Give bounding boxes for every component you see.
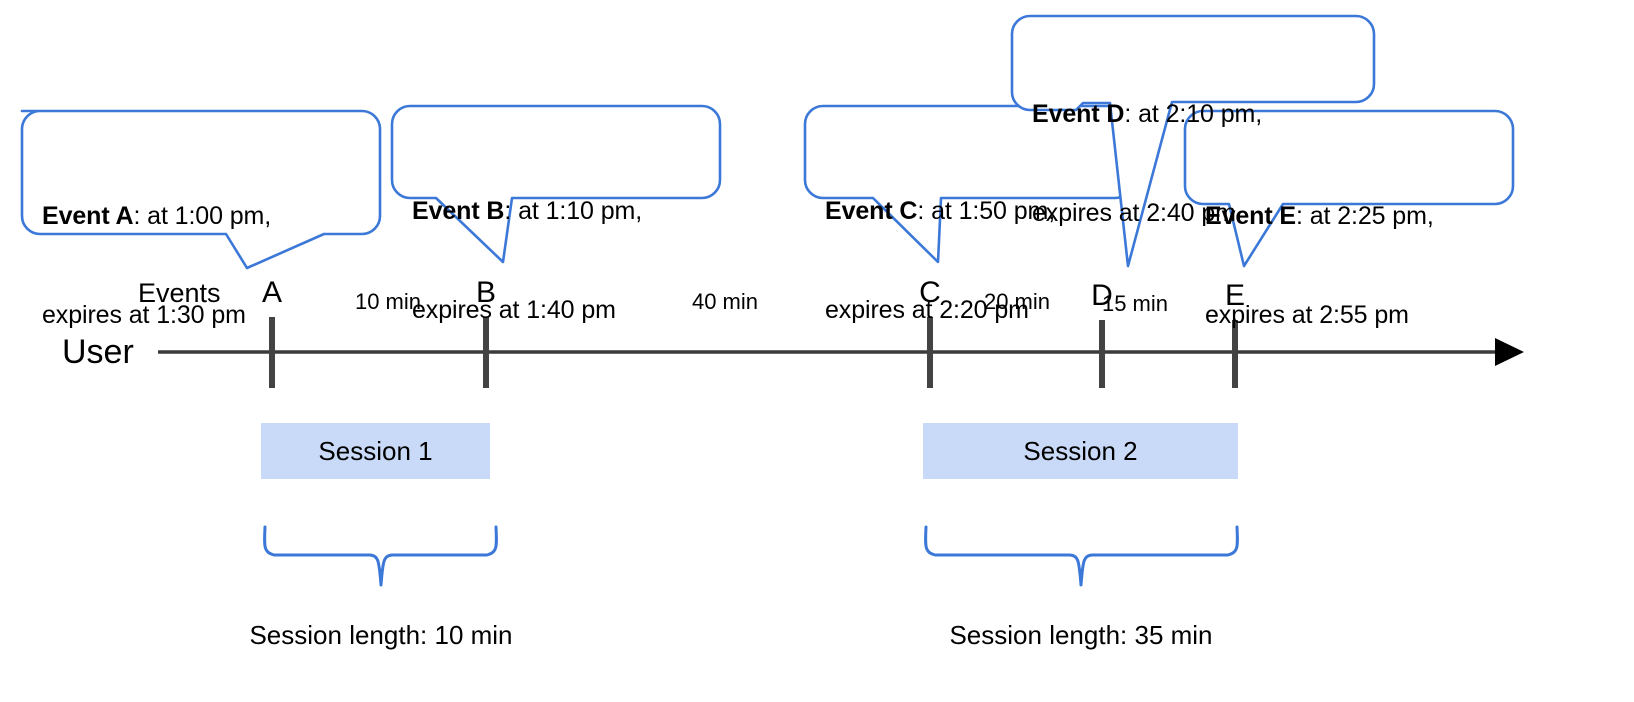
callout-d-line1: at 2:10 pm, — [1138, 100, 1263, 128]
callout-b-bubble — [390, 104, 722, 264]
callout-b-separator: : — [504, 197, 519, 225]
callout-a-event-name: Event A — [42, 202, 134, 230]
callout-a-text: Event A: at 1:00 pm, expires at 1:30 pm — [42, 134, 271, 398]
session-length-label-2: Session length: 35 min — [949, 620, 1213, 650]
callout-event-b — [390, 104, 722, 264]
callout-a-line2: expires at 1:30 pm — [42, 301, 246, 329]
callout-event-d — [1010, 14, 1376, 268]
marker-letter-c: C — [919, 276, 941, 309]
session-2-brace-path — [924, 525, 1239, 587]
callout-d-line2: expires at 2:40 pm — [1032, 199, 1236, 227]
axis-tick-marks — [269, 317, 1238, 388]
callout-b-line1: at 1:10 pm, — [518, 197, 643, 225]
callout-c-event-name: Event C — [825, 197, 918, 225]
timeline-axis — [158, 338, 1524, 366]
callout-e-line2: expires at 2:55 pm — [1205, 301, 1409, 329]
session-1-brace — [263, 525, 498, 587]
session-box-2: Session 2 — [923, 423, 1238, 479]
callout-e-bubble — [1183, 109, 1515, 268]
callout-d-text: Event D: at 2:10 pm, expires at 2:40 pm — [1032, 32, 1262, 296]
axis-row-label-user: User — [62, 333, 134, 371]
session-length-label-1: Session length: 10 min — [249, 620, 513, 650]
session-box-1: Session 1 — [261, 423, 490, 479]
marker-letter-d: D — [1091, 279, 1113, 312]
callout-b-text: Event B: at 1:10 pm, expires at 1:40 pm — [412, 129, 642, 393]
callout-a-separator: : — [133, 202, 148, 230]
callout-a-bubble — [20, 109, 382, 270]
callout-c-separator: : — [917, 197, 932, 225]
marker-letter-e: E — [1224, 279, 1245, 312]
callout-event-a — [20, 109, 382, 270]
callout-e-line1: at 2:25 pm, — [1309, 202, 1434, 230]
callout-b-event-name: Event B — [412, 197, 505, 225]
gap-label-a-b: 10 min — [354, 289, 422, 314]
session-1-brace-path — [263, 525, 498, 587]
callout-c-line2: expires at 2:20 pm — [825, 296, 1029, 324]
gap-label-c-d: 20 min — [983, 289, 1051, 314]
callout-d-event-name: Event D — [1032, 100, 1125, 128]
callout-d-separator: : — [1124, 100, 1139, 128]
gap-label-d-e: 15 min — [1101, 291, 1169, 316]
marker-letter-b: B — [475, 276, 496, 309]
callout-e-text: Event E: at 2:25 pm, expires at 2:55 pm — [1205, 134, 1434, 398]
callout-a-line1: at 1:00 pm, — [147, 202, 272, 230]
callout-c-line1: at 1:50 pm, — [931, 197, 1056, 225]
axis-events-label: Events — [138, 278, 221, 308]
callout-e-separator: : — [1296, 202, 1310, 230]
callout-event-e — [1183, 109, 1515, 268]
callout-d-bubble — [1010, 14, 1376, 268]
gap-label-b-c: 40 min — [691, 289, 759, 314]
callout-e-event-name: Event E — [1205, 202, 1296, 230]
callout-c-text: Event C: at 1:50 pm, expires at 2:20 pm — [825, 129, 1055, 393]
callout-b-line2: expires at 1:40 pm — [412, 296, 616, 324]
session-2-brace — [924, 525, 1239, 587]
axis-arrowhead-icon — [1495, 338, 1524, 366]
marker-letter-a: A — [261, 276, 282, 309]
